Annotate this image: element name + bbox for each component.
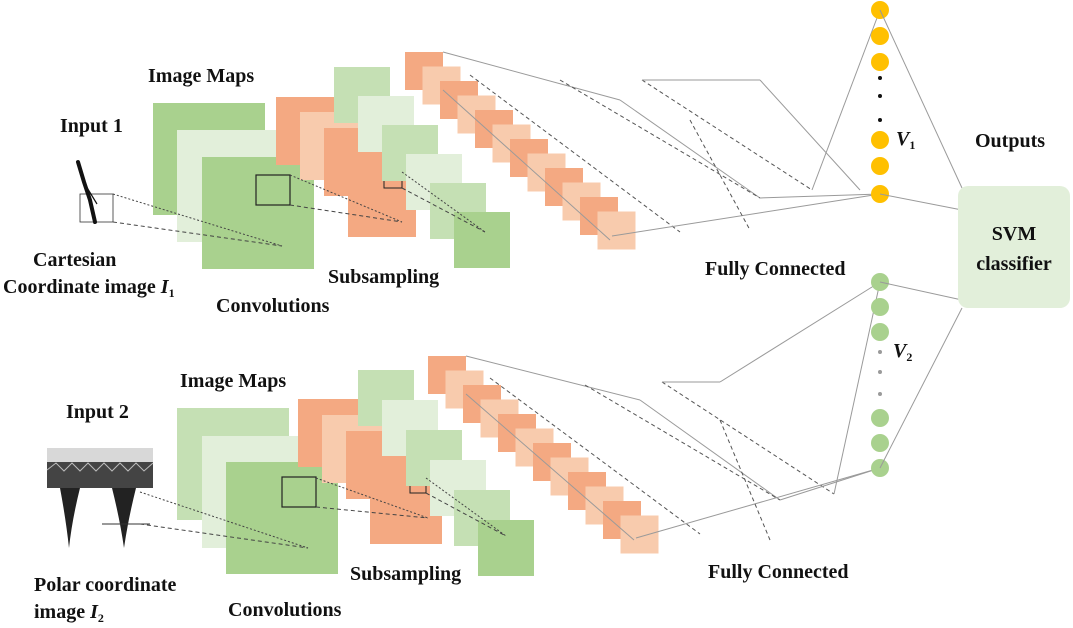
neuron (871, 298, 889, 316)
top-input-label: Input 1 (60, 115, 123, 137)
bottom-image-caption-line1: Polar coordinate (34, 574, 177, 596)
bottom-branch: Input 2 Polar coordinate image I2 Image … (34, 273, 912, 625)
fc-link (719, 281, 881, 383)
top-conv-kernel (255, 174, 291, 206)
bottom-image-caption-line2: image I2 (34, 601, 104, 625)
top-conv-maps (153, 103, 314, 269)
fc-link (639, 399, 781, 501)
fc-link (759, 193, 881, 199)
bottom-input-image (46, 448, 154, 548)
neuron (871, 409, 889, 427)
fc-link (584, 384, 781, 501)
top-second-conv-stack (334, 67, 510, 268)
fc-link (442, 51, 621, 101)
svm-label-line1: SVM (992, 223, 1037, 245)
neuron (871, 157, 889, 175)
fc-link (811, 9, 881, 191)
top-image-caption-line2: Coordinate image I1 (3, 276, 175, 300)
bottom-neuron-column (871, 273, 889, 477)
top-projection-lines (112, 171, 486, 247)
fc-link (465, 393, 635, 541)
fc-link (611, 193, 881, 237)
top-neuron-column (871, 1, 889, 203)
bottom-vector-label: V2 (893, 340, 912, 364)
ellipsis-dot (878, 94, 882, 98)
ellipsis-dot (878, 370, 882, 374)
fc-link (641, 79, 813, 191)
fc-link (559, 79, 761, 199)
bottom-input-label: Input 2 (66, 401, 129, 423)
neuron (871, 131, 889, 149)
fc-link (833, 281, 881, 495)
conv-map (454, 212, 510, 268)
fc-link (469, 74, 681, 233)
svm-label-line2: classifier (976, 253, 1052, 275)
ellipsis-dot (878, 392, 882, 396)
fc-link (489, 377, 701, 535)
neuron (871, 323, 889, 341)
top-image-map-3 (202, 157, 314, 269)
top-vector-label: V1 (896, 128, 915, 152)
conv-map (478, 520, 534, 576)
ellipsis-dot (878, 350, 882, 354)
bottom-second-conv-stack (358, 370, 534, 576)
fc-link (619, 99, 761, 199)
fc-link (759, 79, 861, 191)
outputs-label: Outputs (975, 130, 1045, 152)
bottom-conv-kernel (281, 476, 317, 508)
fc-link (635, 467, 881, 539)
fc-link (661, 381, 835, 495)
top-input-image (76, 160, 114, 224)
fc-link (465, 355, 641, 401)
feature-map (597, 211, 636, 250)
bottom-projection-lines (139, 477, 507, 549)
fc-link (689, 119, 751, 231)
neuron (871, 434, 889, 452)
fc-link (779, 467, 881, 501)
top-subsampling-label: Subsampling (328, 266, 439, 288)
neuron (871, 27, 889, 45)
top-fully-connected-label: Fully Connected (705, 258, 846, 280)
top-image-caption-line1: Cartesian (33, 249, 116, 271)
fc-link (719, 419, 771, 541)
output-section: SVM classifier Outputs (879, 9, 1070, 469)
top-branch: Input 1 Cartesian Coordinate image I1 Im… (3, 1, 915, 317)
svm-classifier-box (958, 186, 1070, 308)
bottom-fully-connected-label: Fully Connected (708, 561, 849, 583)
bottom-image-maps-label: Image Maps (180, 370, 286, 392)
bottom-fc-links (465, 281, 881, 541)
top-convolutions-label: Convolutions (216, 295, 330, 317)
bottom-deep-feature-stack (428, 356, 659, 554)
feature-map (620, 515, 659, 554)
bottom-convolutions-label: Convolutions (228, 599, 342, 621)
neuron (871, 53, 889, 71)
fc-link (442, 89, 611, 241)
top-fc-links (442, 9, 881, 241)
ellipsis-dot (878, 118, 882, 122)
top-image-maps-label: Image Maps (148, 65, 254, 87)
bottom-conv-maps (177, 408, 338, 574)
bottom-subsampling-label: Subsampling (350, 563, 461, 585)
ellipsis-dot (878, 76, 882, 80)
